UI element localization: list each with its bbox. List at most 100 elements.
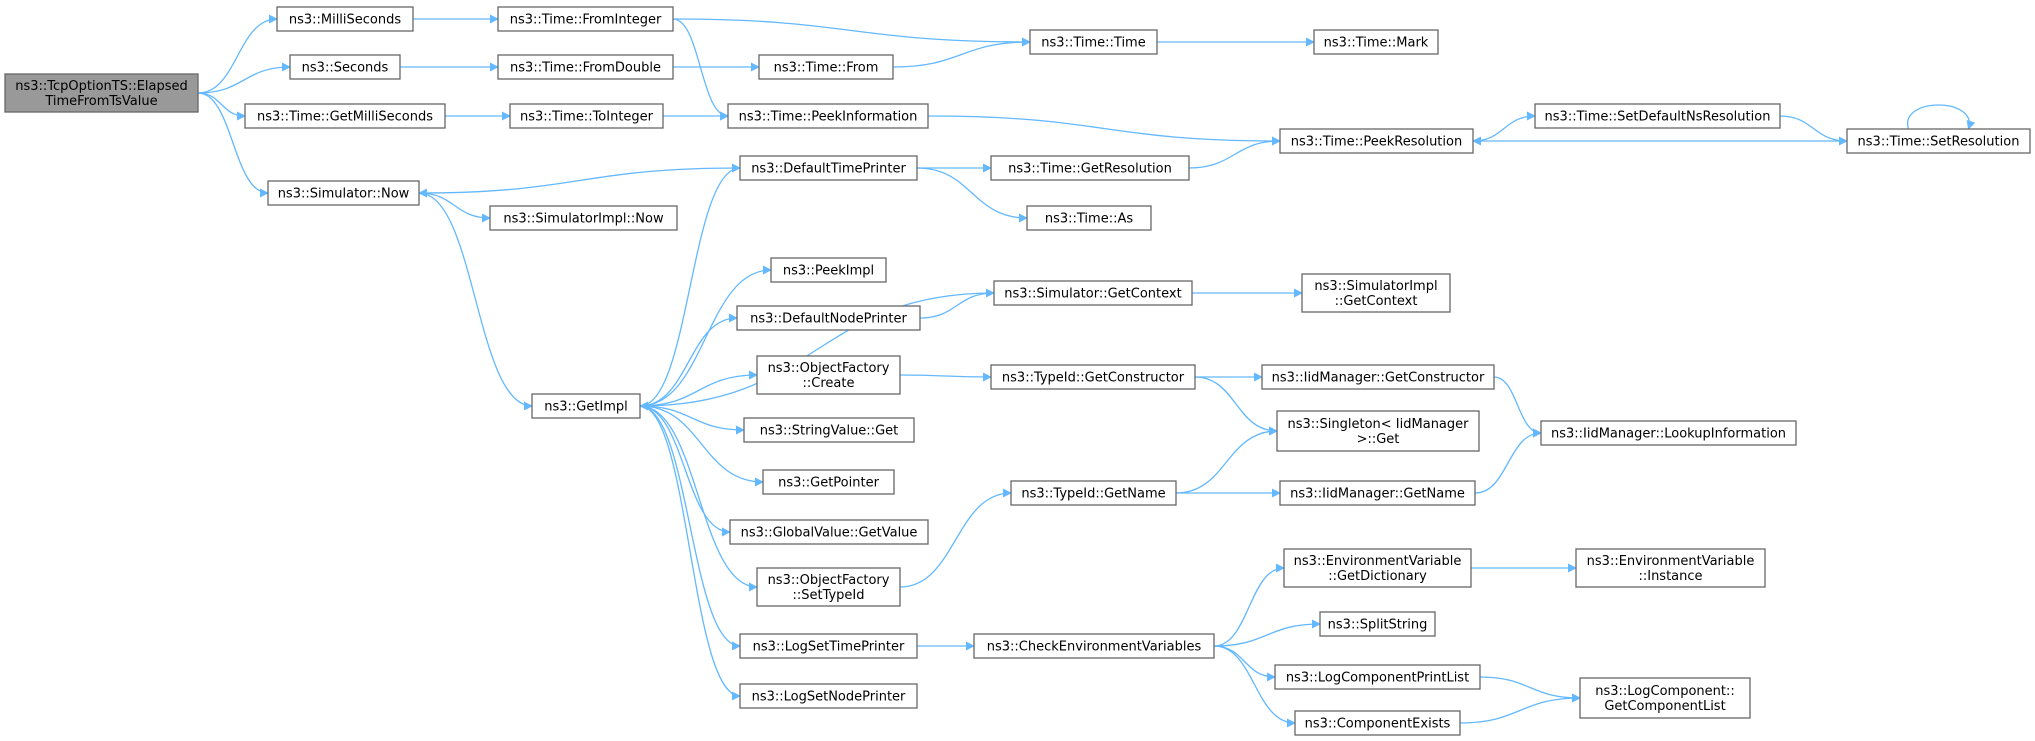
- node-dtp[interactable]: ns3::DefaultTimePrinter: [739, 155, 918, 181]
- node-snow[interactable]: ns3::Simulator::Now: [267, 180, 420, 206]
- node-singleton[interactable]: ns3::Singleton< IidManager >::Get: [1276, 410, 1480, 452]
- node-compex[interactable]: ns3::ComponentExists: [1294, 710, 1461, 736]
- node-peekimpl[interactable]: ns3::PeekImpl: [770, 257, 887, 283]
- node-box: [1540, 420, 1797, 446]
- edge-ofset-to-tidname: [899, 488, 1012, 588]
- node-label: ns3::StringValue::Get: [760, 424, 898, 439]
- node-getptr[interactable]: ns3::GetPointer: [762, 469, 895, 495]
- node-box: [756, 355, 901, 395]
- node-iidctor[interactable]: ns3::IidManager::GetConstructor: [1261, 364, 1495, 390]
- node-label: ns3::GetPointer: [778, 476, 879, 491]
- node-box: [993, 280, 1193, 306]
- node-fromdbl[interactable]: ns3::Time::FromDouble: [497, 54, 674, 80]
- node-peekinfo[interactable]: ns3::Time::PeekInformation: [727, 103, 929, 129]
- node-box: [509, 103, 664, 129]
- node-simplnow[interactable]: ns3::SimulatorImpl::Now: [489, 205, 678, 231]
- node-lstp[interactable]: ns3::LogSetTimePrinter: [739, 633, 918, 659]
- node-box: [727, 103, 929, 129]
- node-label: ns3::Time::SetDefaultNsResolution: [1545, 110, 1771, 125]
- node-cev[interactable]: ns3::CheckEnvironmentVariables: [973, 633, 1215, 659]
- node-setdefns[interactable]: ns3::Time::SetDefaultNsResolution: [1534, 103, 1781, 129]
- node-label: ns3::Time::GetResolution: [1008, 162, 1172, 177]
- node-lsnp[interactable]: ns3::LogSetNodePrinter: [739, 683, 918, 709]
- edge-dtp-to-as: [916, 167, 1028, 223]
- edge-getimpl-to-gvget: [639, 405, 731, 537]
- node-gvget[interactable]: ns3::GlobalValue::GetValue: [729, 519, 929, 545]
- node-label: ns3::MilliSeconds: [289, 13, 402, 28]
- node-label: ns3::CheckEnvironmentVariables: [987, 640, 1202, 655]
- edge-getimpl-to-svget: [639, 405, 745, 435]
- node-label: ns3::Time::SetResolution: [1858, 135, 2020, 150]
- node-box: [1026, 205, 1152, 231]
- edge-snow-to-simplnow: [418, 192, 491, 223]
- node-ofset[interactable]: ns3::ObjectFactory::SetTypeId: [756, 567, 901, 607]
- node-getms[interactable]: ns3::Time::GetMilliSeconds: [244, 103, 446, 129]
- edge-cev-to-compex: [1213, 645, 1296, 728]
- edge-setdefns-to-setres: [1779, 115, 1848, 146]
- node-lcgcl[interactable]: ns3::LogComponent::GetComponentList: [1579, 677, 1751, 719]
- node-dnp[interactable]: ns3::DefaultNodePrinter: [736, 305, 921, 331]
- node-getimpl[interactable]: ns3::GetImpl: [531, 393, 641, 419]
- node-box: [276, 6, 414, 32]
- node-peekres[interactable]: ns3::Time::PeekResolution: [1279, 128, 1474, 154]
- node-box: [743, 417, 915, 443]
- node-from[interactable]: ns3::Time::From: [758, 54, 894, 80]
- node-lookup[interactable]: ns3::IidManager::LookupInformation: [1540, 420, 1797, 446]
- node-box: [1274, 664, 1481, 690]
- node-box: [739, 633, 918, 659]
- node-lcpl[interactable]: ns3::LogComponentPrintList: [1274, 664, 1481, 690]
- edge-getimpl-to-dtp: [639, 163, 741, 407]
- node-tidctor[interactable]: ns3::TypeId::GetConstructor: [990, 364, 1196, 390]
- node-ofcreate[interactable]: ns3::ObjectFactory::Create: [756, 355, 901, 395]
- node-label: GetComponentList: [1604, 699, 1725, 714]
- node-label: ns3::TcpOptionTS::Elapsed: [15, 79, 188, 94]
- node-svget[interactable]: ns3::StringValue::Get: [743, 417, 915, 443]
- node-box: [1279, 480, 1476, 506]
- node-envinst[interactable]: ns3::EnvironmentVariable::Instance: [1575, 548, 1766, 588]
- node-label: ns3::DefaultTimePrinter: [751, 162, 906, 177]
- node-box: [990, 364, 1196, 390]
- node-envdict[interactable]: ns3::EnvironmentVariable::GetDictionary: [1283, 548, 1472, 588]
- node-label: ns3::Time::ToInteger: [520, 110, 654, 125]
- node-label: ns3::DefaultNodePrinter: [750, 312, 907, 327]
- node-fromint[interactable]: ns3::Time::FromInteger: [497, 6, 674, 32]
- node-box: [1579, 677, 1751, 719]
- node-label: ::Create: [803, 376, 855, 391]
- node-label: >::Get: [1357, 432, 1400, 447]
- node-iidname[interactable]: ns3::IidManager::GetName: [1279, 480, 1476, 506]
- node-label: ns3::Simulator::Now: [278, 187, 410, 202]
- node-simplctx[interactable]: ns3::SimulatorImpl::GetContext: [1301, 273, 1451, 313]
- node-mark[interactable]: ns3::Time::Mark: [1313, 29, 1439, 55]
- node-label: ns3::Time::From: [774, 61, 879, 76]
- node-box: [736, 305, 921, 331]
- node-box: [1294, 710, 1461, 736]
- node-as[interactable]: ns3::Time::As: [1026, 205, 1152, 231]
- node-getctx[interactable]: ns3::Simulator::GetContext: [993, 280, 1193, 306]
- node-getres[interactable]: ns3::Time::GetResolution: [990, 155, 1190, 181]
- node-box: [758, 54, 894, 80]
- node-box: [244, 103, 446, 129]
- node-label: ns3::Time::GetMilliSeconds: [257, 110, 433, 125]
- node-box: [770, 257, 887, 283]
- node-label: ns3::Singleton< IidManager: [1287, 417, 1469, 432]
- node-box: [1029, 29, 1158, 55]
- node-sec[interactable]: ns3::Seconds: [289, 54, 401, 80]
- edge-getimpl-to-peekimpl: [639, 265, 772, 407]
- node-split[interactable]: ns3::SplitString: [1319, 611, 1436, 637]
- node-label: ::Instance: [1638, 569, 1702, 584]
- node-label: ns3::GlobalValue::GetValue: [741, 526, 918, 541]
- node-ms[interactable]: ns3::MilliSeconds: [276, 6, 414, 32]
- node-time[interactable]: ns3::Time::Time: [1029, 29, 1158, 55]
- node-tidname[interactable]: ns3::TypeId::GetName: [1010, 480, 1177, 506]
- edge-from-to-time: [892, 37, 1031, 68]
- edge-getctx-to-getimpl: [639, 292, 995, 411]
- node-box: [1283, 548, 1472, 588]
- node-label: ns3::Time::Mark: [1324, 36, 1429, 51]
- node-setres[interactable]: ns3::Time::SetResolution: [1846, 128, 2031, 154]
- node-label: ns3::TypeId::GetName: [1021, 487, 1165, 502]
- edge-getimpl-to-lstp: [639, 405, 741, 651]
- node-box: [990, 155, 1190, 181]
- node-toint[interactable]: ns3::Time::ToInteger: [509, 103, 664, 129]
